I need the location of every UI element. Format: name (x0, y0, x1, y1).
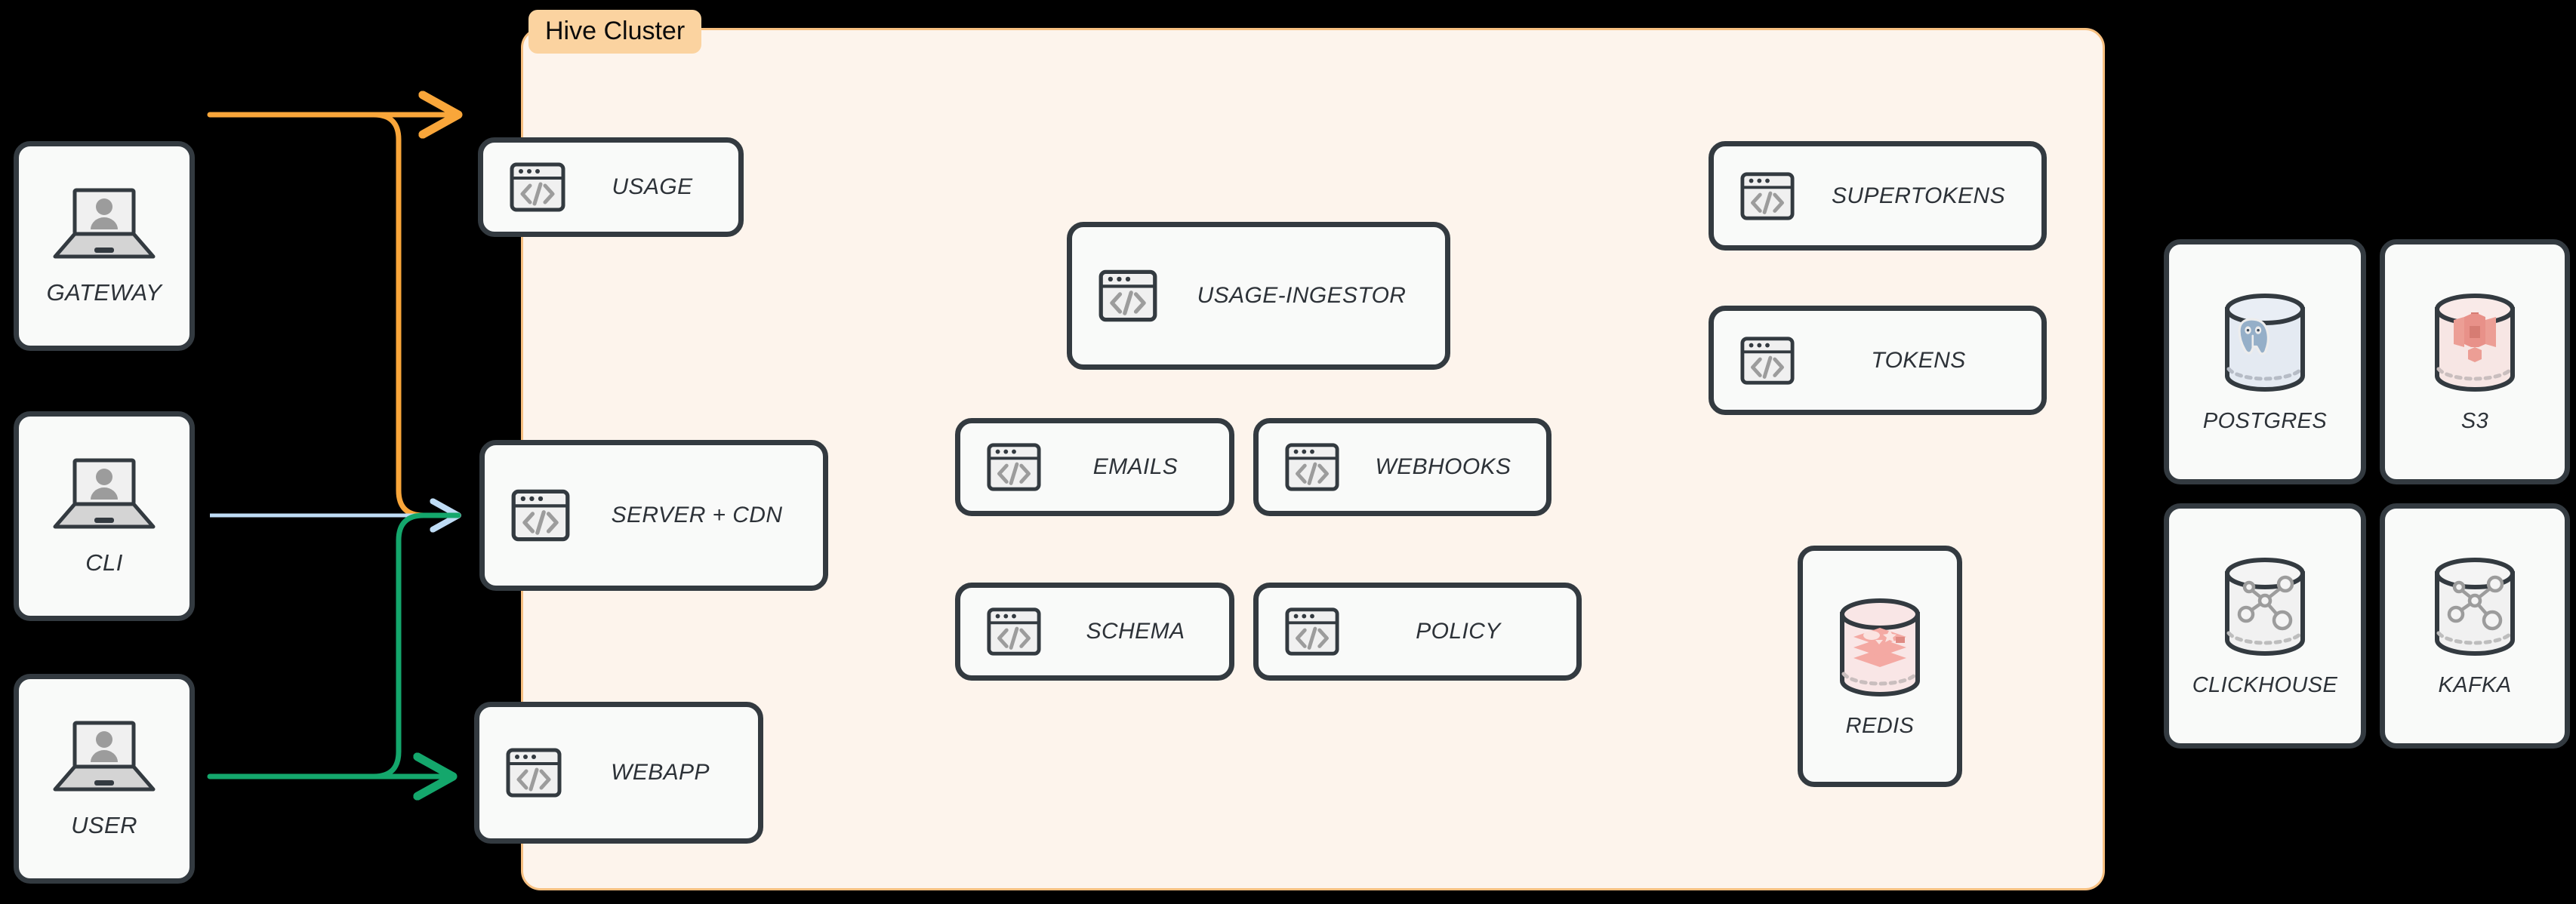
datastore-label: KAFKA (2438, 673, 2512, 697)
postgres-cylinder-icon (2217, 290, 2313, 397)
service-label: SCHEMA (1086, 619, 1185, 644)
service-card-server-cdn[interactable]: SERVER + CDN (479, 440, 828, 591)
datastore-card-redis[interactable]: REDIS (1798, 546, 1962, 787)
datastore-card-postgres[interactable]: POSTGRES (2164, 239, 2366, 484)
service-card-emails[interactable]: EMAILS (955, 418, 1234, 516)
browser-code-icon (986, 439, 1042, 495)
service-card-webhooks[interactable]: WEBHOOKS (1253, 418, 1551, 516)
hive-cluster-label: Hive Cluster (528, 10, 702, 54)
service-label: WEBAPP (611, 760, 710, 785)
service-card-usage-ingestor[interactable]: USAGE-INGESTOR (1067, 222, 1450, 370)
service-card-schema[interactable]: SCHEMA (955, 583, 1234, 681)
datastore-label: S3 (2460, 409, 2489, 433)
service-label: USAGE (612, 174, 693, 199)
datastore-card-s3[interactable]: S3 (2380, 239, 2570, 484)
service-label: TOKENS (1871, 347, 1966, 373)
graph-cylinder-icon (2427, 554, 2522, 661)
redis-cylinder-icon (1832, 595, 1927, 702)
browser-code-icon (510, 485, 571, 546)
service-label: EMAILS (1092, 454, 1179, 479)
browser-code-icon (1739, 168, 1795, 224)
edge-gateway-to-server-cdn (207, 112, 461, 518)
laptop-user-icon (48, 456, 161, 539)
service-card-tokens[interactable]: TOKENS (1709, 306, 2047, 415)
browser-code-icon (505, 744, 562, 801)
laptop-user-icon (48, 718, 161, 801)
browser-code-icon (509, 158, 566, 216)
service-card-policy[interactable]: POLICY (1253, 583, 1582, 681)
edge-user-to-server-cdn (207, 512, 461, 779)
datastore-card-clickhouse[interactable]: CLICKHOUSE (2164, 503, 2366, 749)
service-label: POLICY (1416, 619, 1501, 644)
datastore-label: CLICKHOUSE (2192, 673, 2338, 697)
service-card-supertokens[interactable]: SUPERTOKENS (1709, 141, 2047, 251)
service-card-webapp[interactable]: WEBAPP (474, 702, 763, 844)
browser-code-icon (986, 604, 1042, 660)
client-card-user[interactable]: USER (14, 674, 195, 884)
datastore-card-kafka[interactable]: KAFKA (2380, 503, 2570, 749)
service-label: SUPERTOKENS (1831, 183, 2006, 208)
s3-cylinder-icon (2427, 290, 2522, 397)
datastore-label: REDIS (1845, 713, 1915, 738)
client-label: CLI (85, 549, 123, 576)
graph-cylinder-icon (2217, 554, 2313, 661)
service-label: USAGE-INGESTOR (1197, 283, 1407, 308)
browser-code-icon (1284, 604, 1340, 660)
client-label: GATEWAY (46, 279, 162, 306)
browser-code-icon (1098, 266, 1158, 326)
service-label: SERVER + CDN (611, 503, 783, 527)
client-card-cli[interactable]: CLI (14, 411, 195, 621)
datastore-label: POSTGRES (2202, 409, 2328, 433)
browser-code-icon (1739, 333, 1795, 389)
client-card-gateway[interactable]: GATEWAY (14, 141, 195, 351)
service-card-usage[interactable]: USAGE (478, 137, 744, 237)
browser-code-icon (1284, 439, 1340, 495)
service-label: WEBHOOKS (1375, 454, 1511, 479)
client-label: USER (71, 812, 137, 838)
laptop-user-icon (48, 186, 161, 269)
